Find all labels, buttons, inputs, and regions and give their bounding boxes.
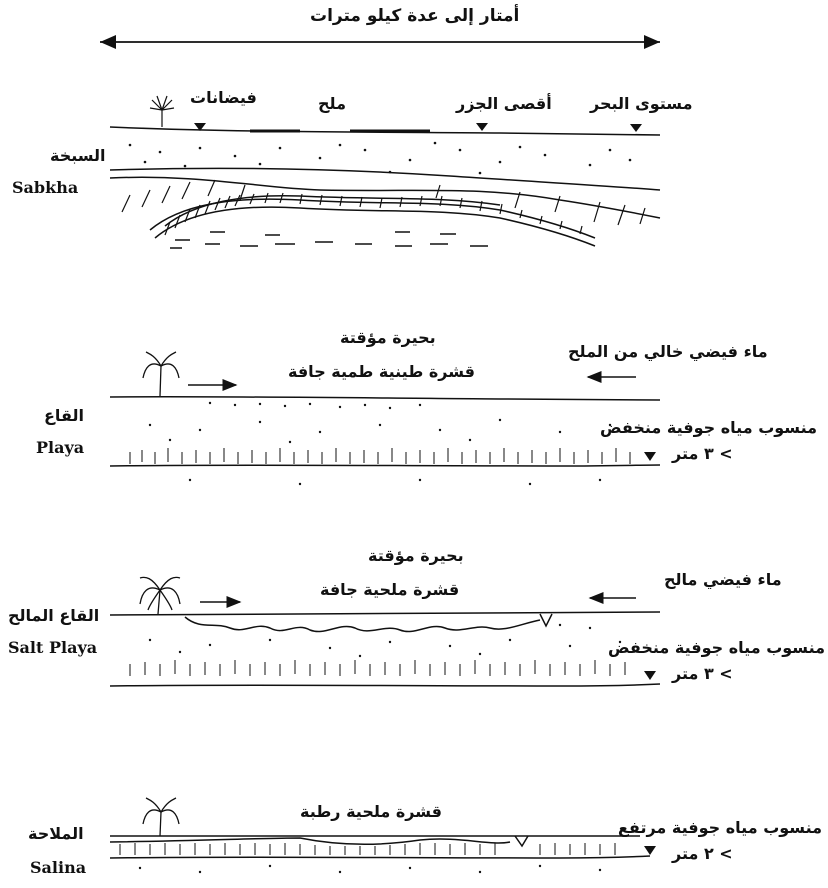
playa-water-table-label: منسوب مياه جوفية منخفض <box>600 420 817 436</box>
sabkha-name-en: Sabkha <box>12 180 78 196</box>
salt-playa-temporary-lake-label: بحيرة مؤقتة <box>368 548 464 564</box>
salina-water-table-label: منسوب مياه جوفية مرتفع <box>618 820 822 836</box>
scale-arrow <box>100 35 660 49</box>
salina-name-en: Salina <box>30 860 86 876</box>
sea-level-label: مستوى البحر <box>590 96 693 112</box>
scale-label: أمتار إلى عدة كيلو مترات <box>310 8 519 25</box>
salina-crust-label: قشرة ملحية رطبة <box>300 804 442 820</box>
salt-playa-water-source-label: ماء فيضي مالح <box>664 572 782 588</box>
farthest-islands-label: أقصى الجزر <box>456 96 552 112</box>
sabkha-section <box>110 96 660 248</box>
playa-crust-label: قشرة طينية طمية جافة <box>288 364 475 380</box>
salt-playa-crust-label: قشرة ملحية جافة <box>320 582 459 598</box>
floodwater-label: فيضانات <box>190 90 257 106</box>
playa-depth-label: > ٣ متر <box>672 446 733 462</box>
salt-playa-water-table-label: منسوب مياه جوفية منخفض <box>608 640 825 656</box>
salina-name-ar: الملاحة <box>28 826 84 842</box>
salt-playa-depth-label: > ٣ متر <box>672 666 733 682</box>
salt-label: ملح <box>318 96 346 112</box>
playa-temporary-lake-label: بحيرة مؤقتة <box>340 330 436 346</box>
playa-water-source-label: ماء فيضي خالي من الملح <box>568 344 768 360</box>
playa-name-ar: القاع <box>44 408 84 424</box>
playa-name-en: Playa <box>36 440 84 456</box>
sabkha-name-ar: السبخة <box>50 148 106 164</box>
salina-depth-label: > ٢ متر <box>672 846 733 862</box>
salt-playa-name-en: Salt Playa <box>8 640 97 656</box>
salt-playa-name-ar: القاع المالح <box>8 608 99 624</box>
